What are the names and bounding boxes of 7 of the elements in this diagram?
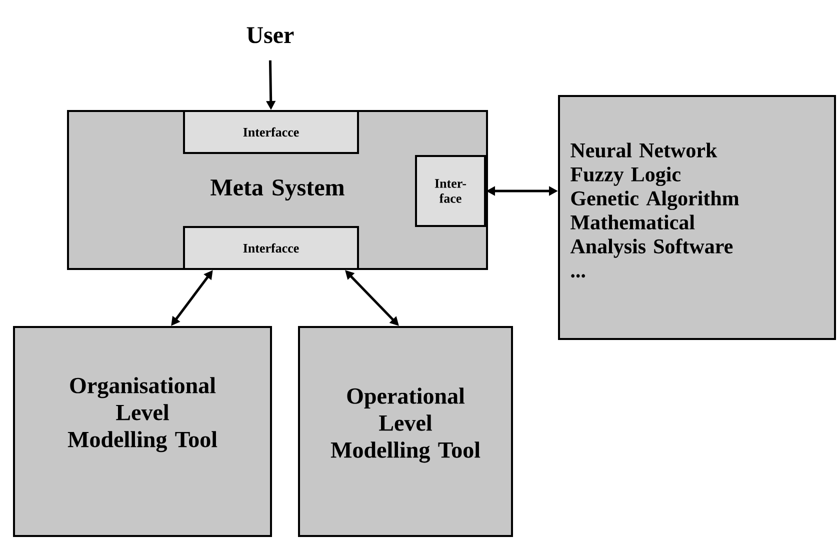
interface-box: Interfacce bbox=[183, 110, 359, 154]
component-box: Neural Network Fuzzy Logic Genetic Algorithm Mathematical Analysis Software ... bbox=[558, 95, 836, 340]
actor-label: User bbox=[246, 27, 294, 44]
component-box: Organisational Level Modelling Tool bbox=[13, 326, 272, 537]
component-box: Operational Level Modelling Tool bbox=[298, 326, 513, 537]
interface-box: Interfacce bbox=[183, 226, 359, 270]
interface-box: Inter-face bbox=[415, 155, 486, 227]
